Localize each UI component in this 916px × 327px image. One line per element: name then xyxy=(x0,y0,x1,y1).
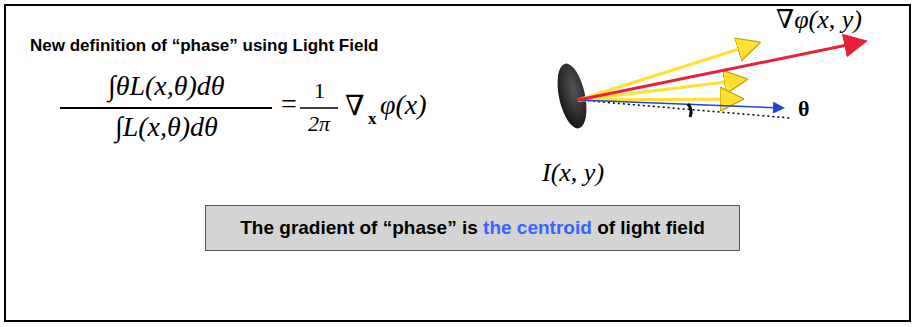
gradient-label: ∇φ(x, y) xyxy=(776,4,862,35)
fraction-bar xyxy=(60,107,272,109)
dotted-axis xyxy=(578,100,790,118)
gradient-arrow xyxy=(578,42,862,100)
equation-denominator: 2π xyxy=(308,111,330,137)
box-text: The gradient of “phase” is xyxy=(240,217,478,239)
highlight-text: the centroid xyxy=(483,217,592,239)
equation-term: φ(x) xyxy=(380,89,427,121)
angle-arc xyxy=(688,104,691,117)
summary-box: The gradient of “phase” isthe centroidof… xyxy=(205,205,740,251)
intensity-label: I(x, y) xyxy=(542,158,604,188)
equation-numerator: 1 xyxy=(314,78,325,104)
subscript: x xyxy=(368,109,377,129)
nabla-symbol: ∇ xyxy=(345,89,365,122)
angle-label: θ xyxy=(798,96,809,122)
fraction-bar xyxy=(300,107,338,109)
ray-arrow xyxy=(578,44,755,100)
equation-denominator: ∫L(x,θ)dθ xyxy=(115,111,218,143)
equation-sign: = xyxy=(281,88,297,120)
slide-heading: New definition of “phase” using Light Fi… xyxy=(30,36,379,56)
frame xyxy=(5,5,910,321)
box-text: of light field xyxy=(597,217,705,239)
ray-arrow xyxy=(578,99,738,100)
theta-arrow xyxy=(578,100,782,108)
equation-numerator: ∫θL(x,θ)dθ xyxy=(108,70,225,102)
